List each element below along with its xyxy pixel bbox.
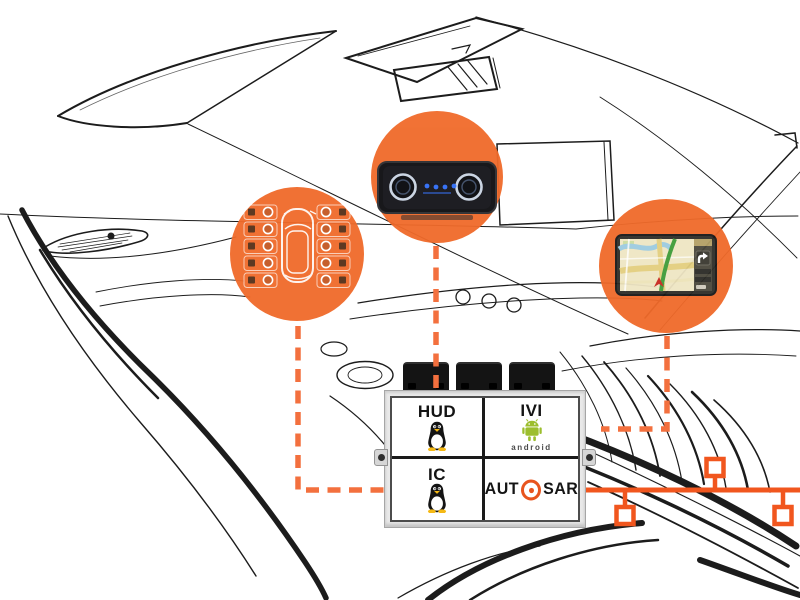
tux-linux-icon [427, 421, 447, 451]
ecu-connectors [403, 362, 555, 392]
gauge-cluster-display-icon [377, 161, 497, 220]
android-wordmark: android [511, 443, 552, 453]
ivi-label: IVI [520, 400, 543, 420]
ic-label: IC [428, 464, 446, 484]
ecu-connector-block [509, 362, 555, 392]
ecu-quadrant-hud: HUD [392, 398, 485, 459]
ecu-housing: HUD IVI android [374, 390, 596, 528]
ecu-quadrant-ic: IC [392, 459, 485, 520]
autosar-logo-prefix: AUT [485, 480, 520, 498]
hud-label: HUD [417, 402, 457, 422]
navigation-map-icon [615, 234, 717, 296]
telltales-callout-circle [230, 187, 364, 321]
domain-controller-ecu: HUD IVI android [374, 362, 596, 528]
ecu-connector-block [456, 362, 502, 392]
car-telltales-sketch-icon [243, 204, 351, 289]
ecu-quadrant-autosar: AUT SAR [485, 459, 578, 520]
ecu-connector-block [403, 362, 449, 392]
cluster-display-callout-circle [371, 111, 503, 243]
ecu-quadrant-ivi: IVI android [485, 398, 578, 459]
tux-linux-icon [427, 484, 447, 514]
ecu-partition-panel: HUD IVI android [390, 396, 580, 522]
autosar-logo-suffix: SAR [543, 480, 578, 498]
ecu-mount-tab-left [374, 449, 388, 466]
autosar-o-icon [521, 479, 542, 500]
android-robot-icon [521, 419, 542, 442]
autosar-logo: AUT SAR [485, 479, 578, 500]
ecu-mount-tab-right [582, 449, 596, 466]
navigation-callout-circle [599, 199, 733, 333]
